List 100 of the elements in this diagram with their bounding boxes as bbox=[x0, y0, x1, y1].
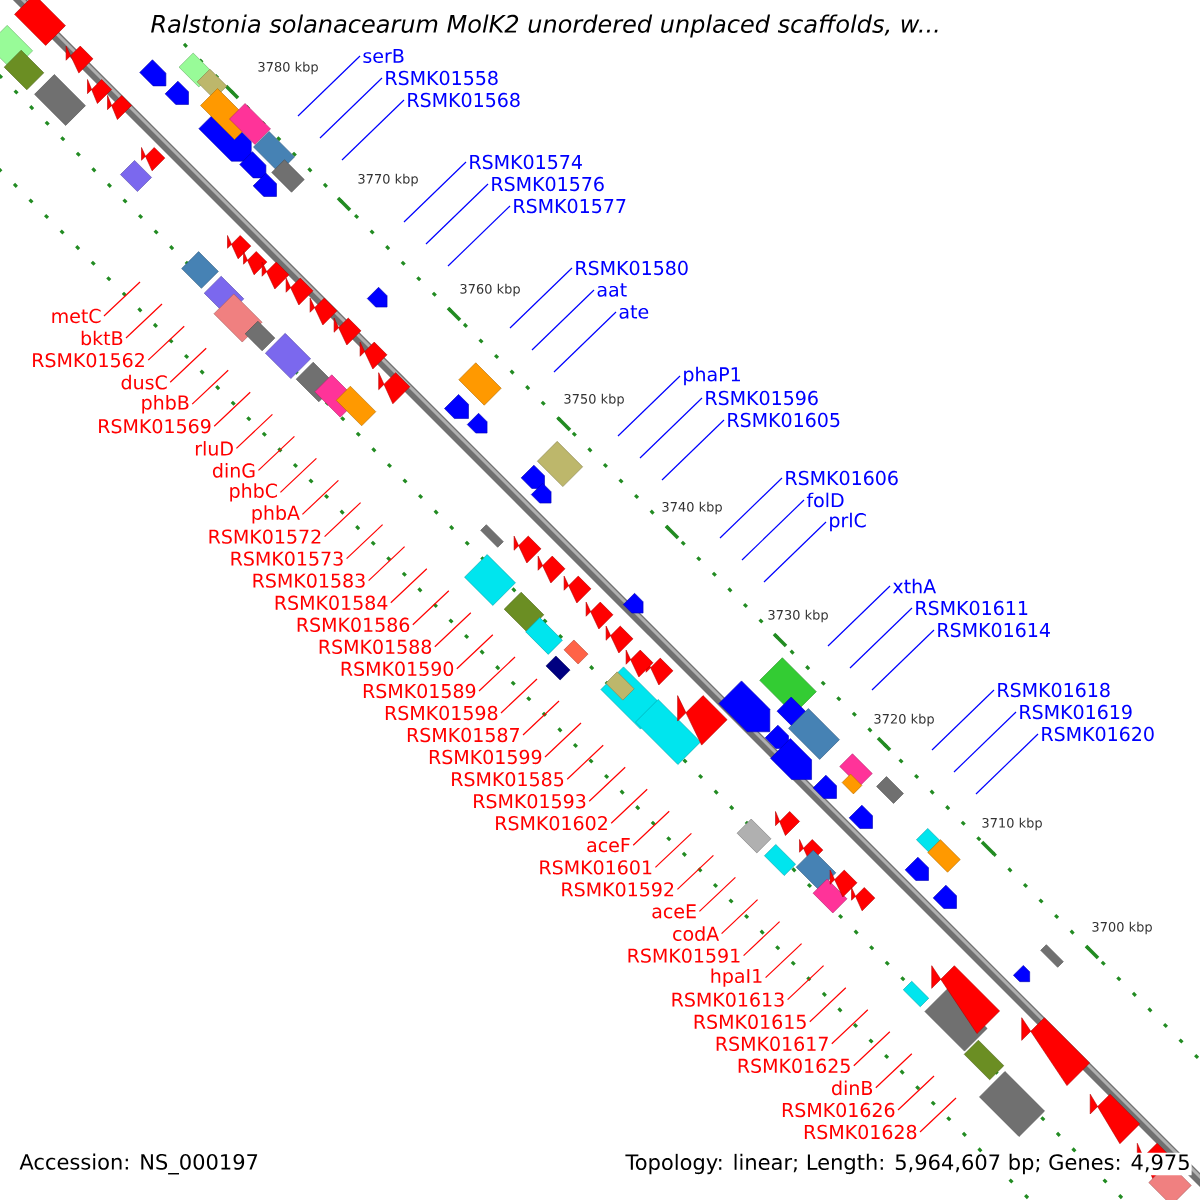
gene-label: RSMK01598 bbox=[385, 705, 498, 721]
leader-line bbox=[617, 375, 681, 437]
leader-line bbox=[319, 77, 383, 139]
gene-label: RSMK01618 bbox=[998, 682, 1110, 698]
gene-label: RSMK01572 bbox=[209, 529, 321, 544]
leader-line bbox=[553, 311, 617, 373]
gene-label: codA bbox=[673, 926, 720, 941]
leader-line bbox=[919, 1097, 957, 1133]
gene-label: dinB bbox=[832, 1080, 873, 1096]
gene-label: RSMK01619 bbox=[1020, 704, 1132, 720]
leader-line bbox=[897, 1075, 935, 1111]
leader-line bbox=[871, 629, 935, 691]
leader-line bbox=[478, 656, 516, 692]
gene-label: RSMK01558 bbox=[386, 70, 498, 86]
gene-label: hpaI1 bbox=[711, 968, 762, 987]
gene-label: RSMK01615 bbox=[694, 1014, 806, 1029]
leader-line bbox=[676, 854, 714, 890]
gene-label: RSMK01626 bbox=[782, 1102, 895, 1118]
gene-label: RSMK01601 bbox=[540, 860, 652, 875]
gene-label: bktB bbox=[81, 330, 123, 346]
gene-label: RSMK01605 bbox=[728, 412, 840, 428]
leader-line bbox=[661, 419, 725, 481]
leader-line bbox=[765, 943, 803, 979]
leader-line bbox=[169, 347, 207, 383]
gene-label: RSMK01611 bbox=[916, 600, 1028, 616]
leader-line bbox=[522, 700, 560, 736]
gene-label: metC bbox=[52, 308, 101, 324]
leader-line bbox=[610, 788, 648, 824]
gene-label: RSMK01584 bbox=[275, 595, 388, 610]
gene-label: RSMK01562 bbox=[33, 353, 144, 368]
gene-label: aat bbox=[597, 283, 627, 297]
leader-line bbox=[390, 568, 428, 604]
gene-label: RSMK01591 bbox=[628, 948, 740, 963]
leader-line bbox=[741, 499, 805, 561]
gene-label: rluD bbox=[195, 441, 233, 456]
leader-line bbox=[346, 524, 384, 560]
gene-label: RSMK01569 bbox=[99, 419, 211, 434]
leader-line bbox=[639, 397, 703, 459]
leader-line bbox=[324, 502, 362, 538]
leader-line bbox=[341, 99, 405, 161]
leader-line bbox=[500, 678, 538, 714]
leader-line bbox=[853, 1031, 891, 1067]
leader-line bbox=[849, 607, 913, 669]
leader-line bbox=[975, 733, 1039, 795]
leader-line bbox=[827, 585, 891, 647]
leader-line bbox=[698, 876, 736, 912]
leader-line bbox=[213, 391, 251, 427]
leader-line bbox=[301, 479, 339, 515]
gene-label: RSMK01590 bbox=[341, 661, 454, 676]
gene-label: RSMK01585 bbox=[452, 772, 564, 787]
leader-line bbox=[509, 267, 573, 329]
leader-line bbox=[588, 766, 626, 802]
leader-line bbox=[191, 369, 229, 405]
leader-line bbox=[809, 987, 847, 1023]
summary-text: Topology: linear; Length: 5,964,607 bp; Genes: 4,975 bbox=[624, 1152, 1192, 1176]
gene-label: RSMK01620 bbox=[1042, 726, 1154, 742]
leader-line bbox=[875, 1053, 913, 1089]
gene-label: RSMK01573 bbox=[231, 551, 343, 566]
map-title: Ralstonia solanacearum MolK2 unordered unplaced scaffolds, w... bbox=[151, 14, 938, 38]
leader-line bbox=[447, 205, 511, 267]
leader-line bbox=[953, 711, 1017, 773]
leader-line bbox=[931, 689, 995, 751]
leader-line bbox=[235, 413, 273, 449]
gene-label: phaP1 bbox=[684, 366, 740, 386]
gene-label: phbC bbox=[230, 483, 277, 502]
leader-line bbox=[763, 521, 827, 583]
leader-line bbox=[632, 810, 670, 846]
gene-label: RSMK01568 bbox=[408, 92, 520, 108]
leader-line bbox=[425, 183, 489, 245]
gene-label: RSMK01606 bbox=[786, 470, 898, 486]
gene-label: RSMK01628 bbox=[804, 1124, 917, 1140]
gene-label: folD bbox=[806, 492, 844, 508]
accession-text: Accession: NS_000197 bbox=[19, 1153, 258, 1175]
gene-label: aceF bbox=[587, 838, 630, 853]
gene-label: RSMK01602 bbox=[496, 816, 607, 831]
leader-line bbox=[743, 921, 781, 957]
gene-label: RSMK01592 bbox=[562, 882, 674, 897]
gene-label: RSMK01576 bbox=[492, 176, 604, 192]
leader-line bbox=[544, 722, 582, 758]
leader-line bbox=[654, 832, 692, 868]
gene-label: RSMK01587 bbox=[407, 727, 519, 743]
leader-line bbox=[787, 965, 825, 1001]
leader-line bbox=[279, 457, 317, 493]
leader-line bbox=[368, 546, 406, 582]
leader-line bbox=[531, 289, 595, 351]
gene-label: ate bbox=[619, 305, 649, 319]
gene-label: RSMK01613 bbox=[672, 992, 784, 1007]
gene-label: RSMK01617 bbox=[716, 1036, 828, 1051]
gene-label: aceE bbox=[652, 904, 696, 919]
leader-line bbox=[125, 303, 163, 339]
leader-line bbox=[403, 161, 467, 223]
leader-line bbox=[434, 612, 472, 648]
gene-label: RSMK01583 bbox=[253, 573, 365, 588]
gene-label: prlC bbox=[830, 512, 866, 532]
leader-line bbox=[147, 325, 185, 361]
gene-label: RSMK01580 bbox=[576, 260, 688, 276]
gene-label: dusC bbox=[121, 374, 167, 390]
gene-label: RSMK01625 bbox=[738, 1058, 850, 1073]
gene-label: RSMK01614 bbox=[938, 622, 1050, 638]
gene-label: RSMK01593 bbox=[474, 794, 586, 809]
